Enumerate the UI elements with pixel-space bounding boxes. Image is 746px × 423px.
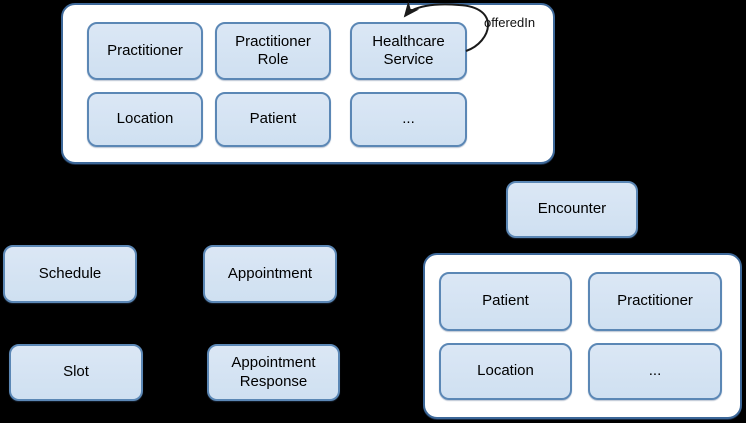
- node-patient: Patient: [215, 92, 331, 147]
- node-schedule: Schedule: [3, 245, 137, 303]
- node-ellipsis-encounter-group: ...: [588, 343, 722, 400]
- node-slot: Slot: [9, 344, 143, 401]
- node-healthcare-service: Healthcare Service: [350, 22, 467, 80]
- node-location-encounter-group: Location: [439, 343, 572, 400]
- node-patient-encounter-group: Patient: [439, 272, 572, 331]
- node-appointment: Appointment: [203, 245, 337, 303]
- node-practitioner-encounter-group: Practitioner: [588, 272, 722, 331]
- node-encounter: Encounter: [506, 181, 638, 238]
- node-location: Location: [87, 92, 203, 147]
- node-appointment-response: Appointment Response: [207, 344, 340, 401]
- offeredin-label: offeredIn: [484, 15, 536, 30]
- node-practitioner: Practitioner: [87, 22, 203, 80]
- node-ellipsis: ...: [350, 92, 467, 147]
- node-practitioner-role: Practitioner Role: [215, 22, 331, 80]
